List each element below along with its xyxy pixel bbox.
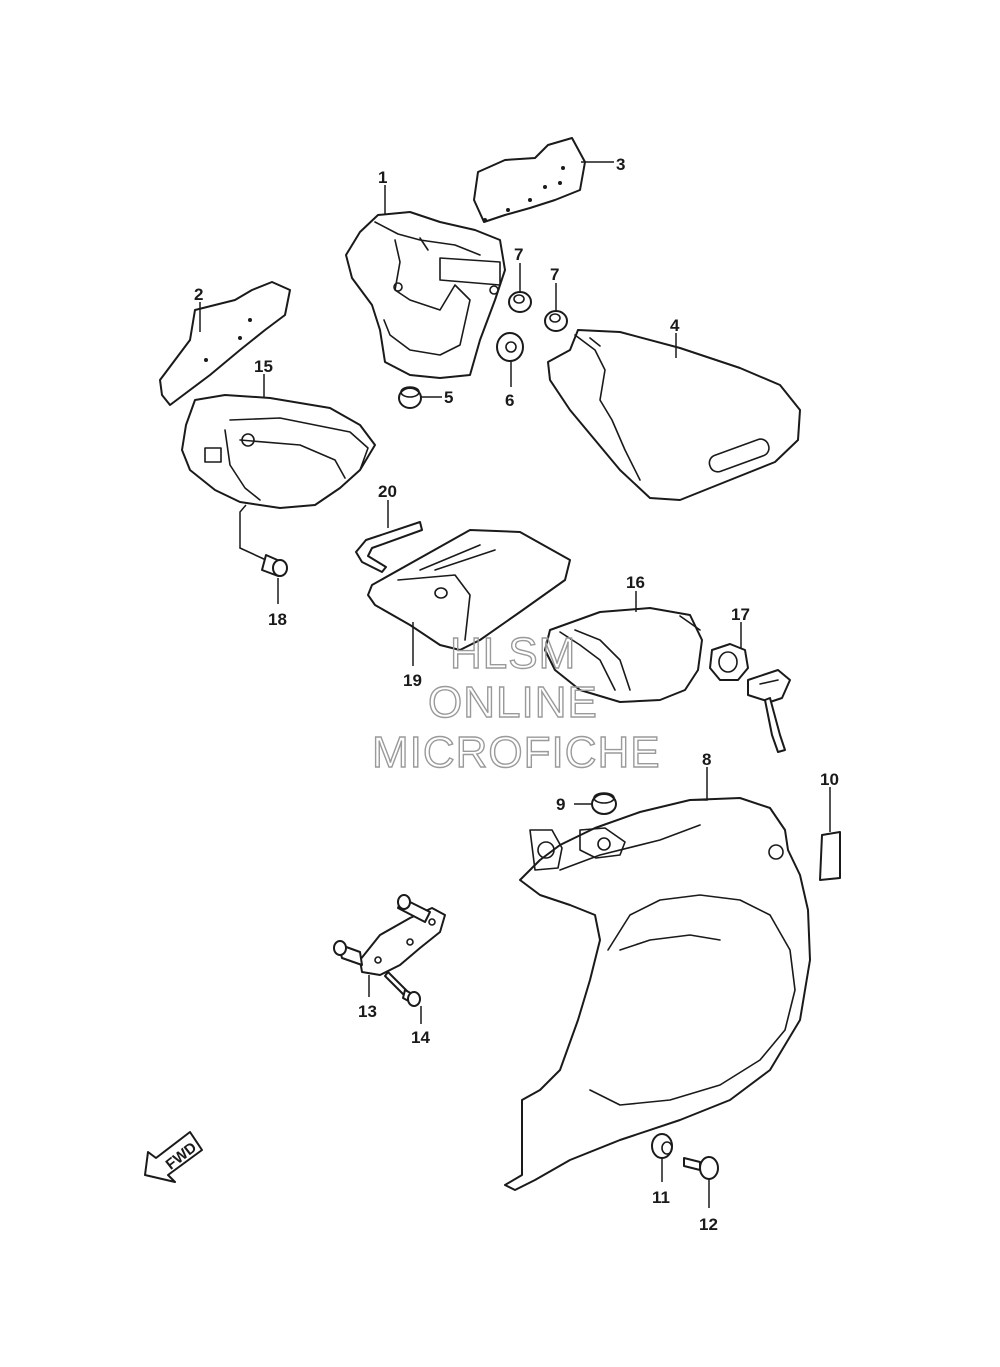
part-14-bolt: [384, 971, 421, 1007]
part-16-lamp: [544, 607, 703, 703]
part-15-housing: [181, 394, 376, 509]
callout-7a: 7: [514, 245, 523, 264]
callout-10: 10: [820, 770, 839, 789]
part-11-grommet: [651, 1133, 673, 1159]
part-4-side-cover: [547, 329, 801, 501]
part-7b-grommet: [544, 310, 568, 332]
callout-1: 1: [378, 168, 387, 187]
part-9-grommet: [591, 792, 617, 815]
callout-19: 19: [403, 671, 422, 690]
part-7a-grommet: [508, 291, 532, 313]
callout-11: 11: [652, 1188, 670, 1207]
part-17-lock-key: [709, 643, 791, 753]
callout-17: 17: [731, 605, 750, 624]
callout-7b: 7: [550, 265, 559, 284]
callout-12: 12: [699, 1215, 718, 1234]
part-12-screw: [683, 1156, 719, 1180]
forward-arrow-icon: FWD: [144, 1131, 203, 1183]
callout-20: 20: [378, 482, 397, 501]
part-8-cover: [504, 797, 811, 1191]
callout-9: 9: [556, 795, 565, 814]
callout-2: 2: [194, 285, 203, 304]
callout-3: 3: [616, 155, 625, 174]
part-2-strip: [159, 281, 291, 406]
part-13-bracket: [333, 894, 446, 976]
part-6-washer: [496, 332, 524, 362]
callout-labels: 1 2 3 4 5 6 7 7 8 9 10 11 12 13 14 15 16…: [194, 155, 839, 1234]
callout-4: 4: [670, 316, 680, 335]
callout-6: 6: [505, 391, 514, 410]
watermark-line-1: HLSM: [450, 629, 576, 678]
callout-13: 13: [358, 1002, 377, 1021]
part-18-bolt: [239, 547, 288, 577]
part-20-rod: [355, 521, 423, 573]
watermark-line-3: MICROFICHE: [372, 728, 661, 777]
leader-lines: [199, 161, 831, 1208]
callout-15: 15: [254, 357, 273, 376]
part-1-frame-cover: [345, 211, 506, 379]
callout-8: 8: [702, 750, 711, 769]
callout-5: 5: [444, 388, 453, 407]
watermark: HLSM ONLINE MICROFICHE: [371, 628, 661, 777]
part-3-strip: [473, 137, 586, 223]
part-10-label: [819, 831, 841, 881]
watermark-line-2: ONLINE: [428, 678, 598, 727]
callout-16: 16: [626, 573, 645, 592]
callout-14: 14: [411, 1028, 430, 1047]
part-5-grommet: [398, 386, 422, 409]
part-19-plate: [367, 529, 571, 651]
callout-18: 18: [268, 610, 287, 629]
